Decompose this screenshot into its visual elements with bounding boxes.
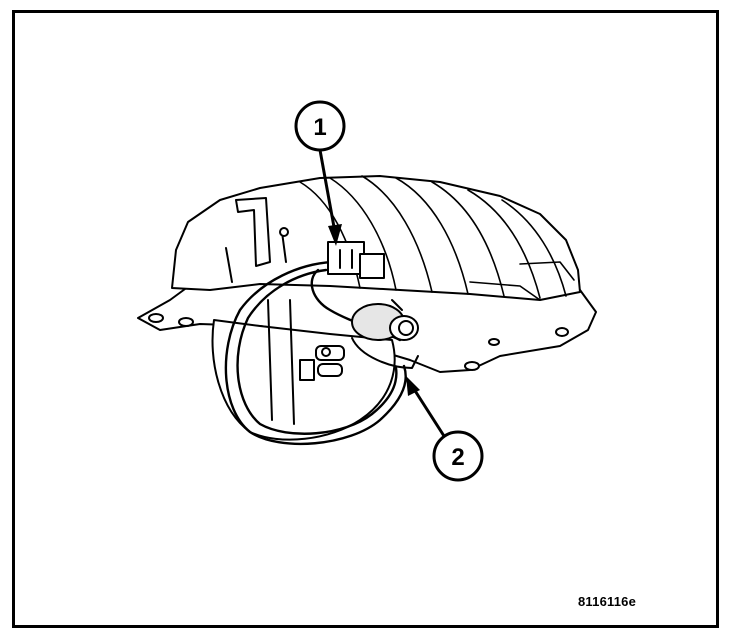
- solenoid: [315, 345, 345, 377]
- callout-2: 2: [406, 376, 484, 482]
- sensor-valve: [351, 299, 419, 369]
- figure-id: 8116116e: [578, 594, 637, 609]
- callout-1-number: 1: [313, 114, 326, 141]
- callout-1: 1: [294, 100, 346, 246]
- callout-2-number: 2: [451, 444, 464, 471]
- intake-runners: [299, 175, 575, 301]
- electrical-connector: [327, 241, 385, 279]
- manifold-body: [171, 175, 581, 301]
- mounting-holes: [148, 313, 569, 371]
- inlet-flange: [235, 197, 271, 267]
